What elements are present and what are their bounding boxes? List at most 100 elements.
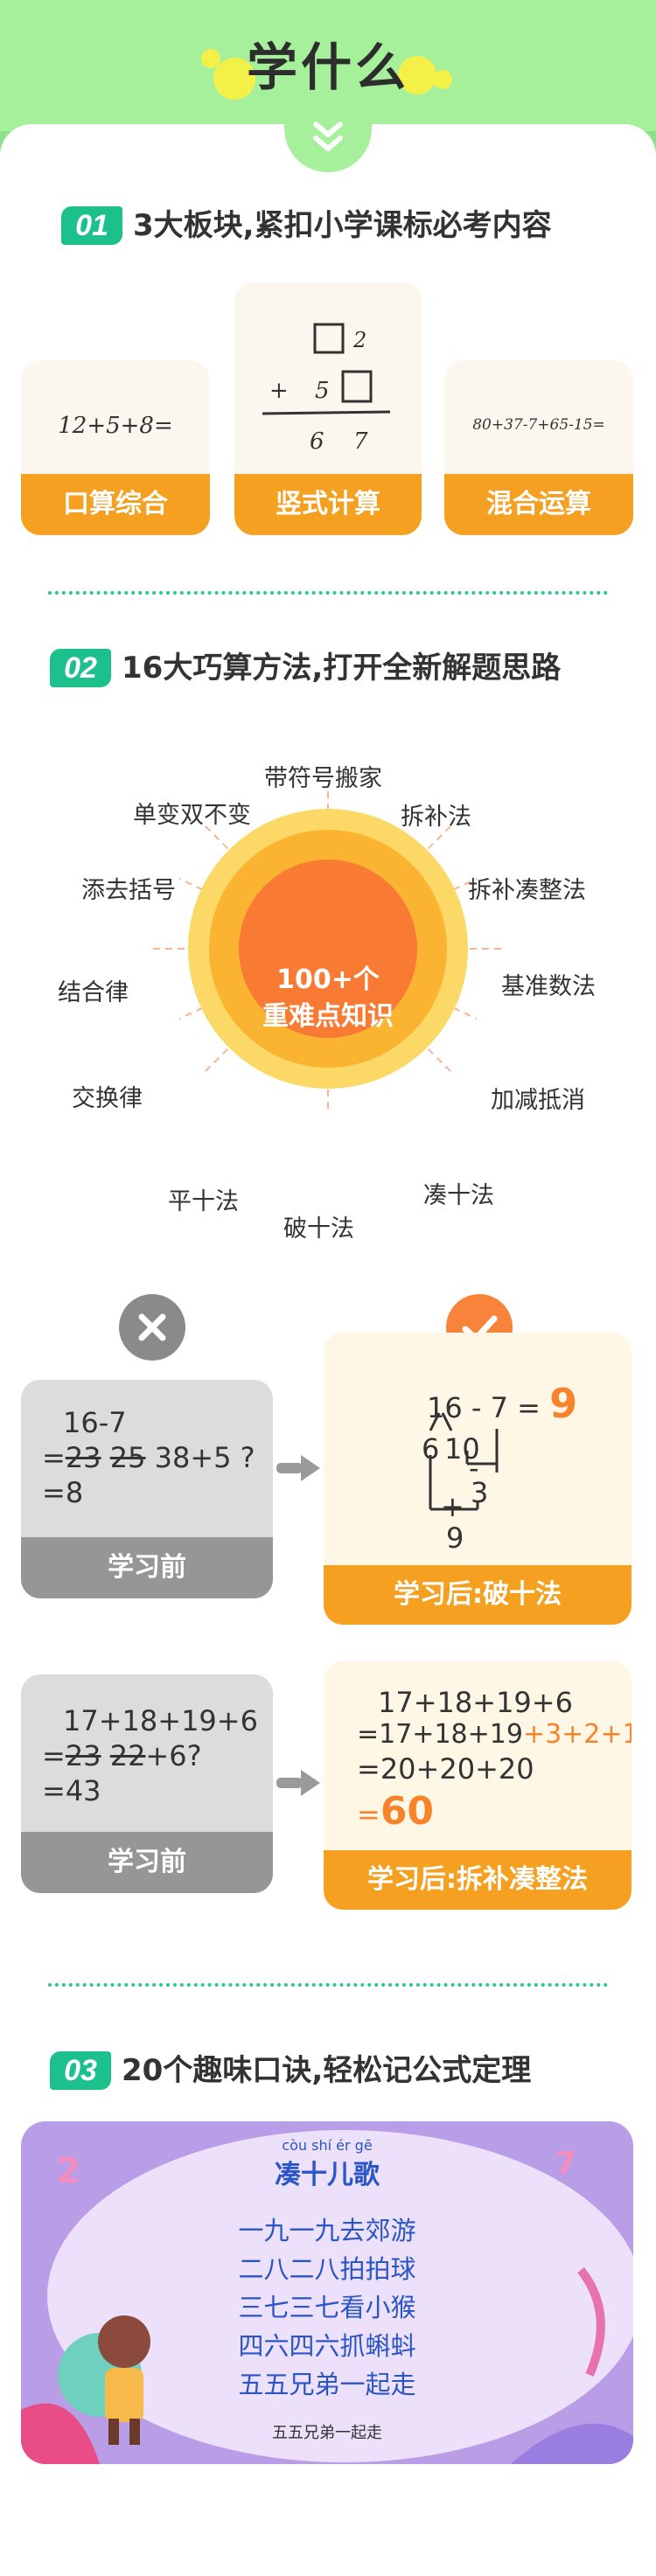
decor-dot <box>213 58 255 100</box>
before-line3: =43 <box>42 1774 101 1807</box>
before-box: 16-7 =23 25 38+5 ? =8 学习前 <box>21 1380 273 1598</box>
crossed-value: 25 <box>109 1441 146 1474</box>
result-value: 9 <box>446 1521 464 1555</box>
after-equation: 16 - 7 = 9 <box>427 1380 577 1427</box>
expression: 38+5 <box>154 1441 232 1474</box>
svg-text:6: 6 <box>310 428 325 455</box>
before-line1: 17+18+19+6 <box>63 1704 258 1737</box>
card-mental-arithmetic[interactable]: 12+5+8= 口算综合 <box>21 360 210 535</box>
divider <box>48 1983 608 1987</box>
method-label: 添去括号 <box>81 877 176 904</box>
decor-dot <box>398 56 436 94</box>
expression: +6 <box>145 1739 187 1772</box>
song-pinyin: còu shí ér gē <box>282 2137 373 2154</box>
question-mark: ? <box>240 1441 255 1474</box>
method-label: 基准数法 <box>501 973 596 1000</box>
divider <box>48 591 608 595</box>
after-box: 16 - 7 = 9 6 10 - 3 + 9 学习后:破十法 <box>324 1333 632 1625</box>
song-line: 四六四六抓蝌蚪 <box>238 2331 416 2361</box>
method-label: 带符号搬家 <box>264 765 382 792</box>
section-title: 20个趣味口诀,轻松记公式定理 <box>122 2053 532 2088</box>
three-value: 3 <box>471 1476 489 1509</box>
svg-text:7: 7 <box>353 428 368 455</box>
card-label: 竖式计算 <box>234 474 422 535</box>
before-box: 17+18+19+6 =23 22+6? =43 学习前 <box>21 1674 273 1893</box>
after-label: 学习后:破十法 <box>324 1565 632 1625</box>
chevron-down-icon <box>313 122 343 151</box>
center-line1: 100+个 <box>276 964 380 995</box>
svg-text:2: 2 <box>56 2151 80 2191</box>
vertical-calc-drawing: 2 + 5 6 7 <box>262 323 391 455</box>
before-line3: =8 <box>42 1476 84 1509</box>
arrow-right-icon <box>276 1770 320 1796</box>
method-label: 凑十法 <box>423 1182 494 1209</box>
decor-dot <box>433 70 452 89</box>
method-label: 加减抵消 <box>491 1087 585 1114</box>
method-label: 交换律 <box>72 1085 143 1112</box>
answer-value: 9 <box>549 1380 578 1427</box>
center-line2: 重难点知识 <box>262 1001 394 1032</box>
crossed-value: 22 <box>109 1739 146 1772</box>
expression: =17+18+19 <box>357 1719 523 1750</box>
song-subtitle: 五五兄弟一起走 <box>272 2424 382 2442</box>
split-diagram <box>429 1412 499 1511</box>
cross-icon <box>138 1313 166 1341</box>
section-title: 3大板块,紧扣小学课标必考内容 <box>133 208 552 243</box>
song-title: 凑十儿歌 <box>275 2160 380 2190</box>
decor-dot <box>201 49 220 68</box>
arrow-right-icon <box>276 1455 320 1481</box>
before-label: 学习前 <box>21 1832 273 1893</box>
before-line2: =23 22+6? <box>42 1739 202 1772</box>
after-box: 17+18+19+6 =17+18+19+3+2+1 =20+20+20 =60… <box>324 1661 632 1910</box>
answer-value: 60 <box>380 1789 435 1834</box>
card-mixed-operations[interactable]: 80+37-7+65-15= 混合运算 <box>444 360 633 535</box>
method-label: 破十法 <box>283 1215 354 1243</box>
minus-sign: - <box>469 1452 479 1485</box>
method-label: 拆补凑整法 <box>468 877 586 904</box>
song-line: 三七三七看小猴 <box>238 2293 416 2322</box>
crossed-value: 23 <box>65 1441 101 1474</box>
after-line3: =20+20+20 <box>357 1752 534 1786</box>
eq-sign: = <box>357 1798 380 1831</box>
after-label: 学习后:拆补凑整法 <box>324 1850 632 1910</box>
eq-sign: = <box>42 1441 66 1474</box>
before-line1: 16-7 <box>63 1406 127 1439</box>
song-line: 二八二八拍拍球 <box>238 2254 416 2284</box>
highlighted-expression: +3+2+1 <box>522 1719 632 1750</box>
card-label: 口算综合 <box>21 474 210 535</box>
question-mark: ? <box>186 1739 202 1772</box>
rhyme-card[interactable]: 2 7 còu shí ér gē 凑十儿歌 一九一九去郊游 二八二八拍拍球 三… <box>21 2121 633 2464</box>
section-title: 16大巧算方法,打开全新解题思路 <box>122 651 562 686</box>
eq-sign: = <box>42 1739 66 1772</box>
rhyme-background: 2 7 <box>21 2130 633 2464</box>
center-knowledge: 100+个 重难点知识 <box>241 962 415 1035</box>
after-line1: 17+18+19+6 <box>378 1686 573 1719</box>
wrong-badge <box>119 1294 185 1361</box>
svg-text:7: 7 <box>555 2146 576 2182</box>
card-vertical-calculation[interactable]: 2 + 5 6 7 竖式计算 <box>234 282 422 535</box>
after-line4: =60 <box>357 1789 434 1834</box>
svg-text:+: + <box>269 378 289 404</box>
method-label: 单变双不变 <box>133 802 251 829</box>
after-line2: =17+18+19+3+2+1 <box>357 1719 632 1750</box>
svg-text:5: 5 <box>315 378 330 404</box>
before-label: 学习前 <box>21 1537 273 1598</box>
section-number: 02 <box>50 649 111 687</box>
song-line: 五五兄弟一起走 <box>238 2370 416 2399</box>
plus-sign: + <box>441 1490 464 1523</box>
section-number: 03 <box>50 2051 111 2090</box>
before-line2: =23 25 38+5 ? <box>42 1441 255 1474</box>
card-label: 混合运算 <box>444 474 633 535</box>
page-title: 学什么 <box>246 38 409 97</box>
split-a: 6 <box>422 1432 440 1466</box>
crossed-value: 23 <box>65 1739 101 1772</box>
split-b: 10 <box>444 1432 480 1466</box>
handwriting-sample: 12+5+8= <box>58 413 173 439</box>
handwriting-sample: 80+37-7+65-15= <box>472 416 605 434</box>
sun-diagram <box>153 791 503 1110</box>
method-label: 平十法 <box>168 1188 239 1215</box>
song-line: 一九一九去郊游 <box>238 2216 416 2245</box>
svg-text:2: 2 <box>352 328 366 352</box>
method-label: 结合律 <box>58 979 129 1006</box>
section-number: 01 <box>61 206 122 245</box>
